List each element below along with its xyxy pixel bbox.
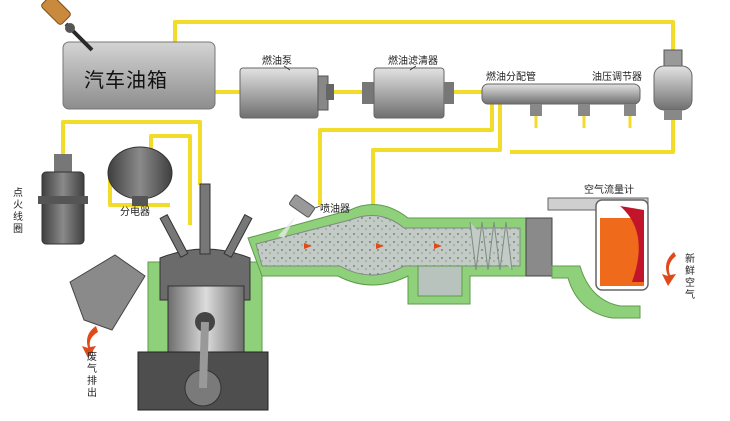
fresh-air-label: 新鲜空气 [685,254,695,301]
ignition-wire-2 [149,134,192,225]
ignition-coil [38,154,88,245]
fuel-rail-label: 燃油分配管 [486,72,536,83]
ignition-wire-1 [61,120,202,185]
fuel-rail [481,83,641,128]
exhaust-label: 废气排出 [87,352,97,399]
fuel-pump-label: 燃油泵 [262,56,292,67]
leader-lines [283,65,417,209]
rail-to-injector-line [318,104,494,205]
injector [278,194,315,238]
air-flow-meter [525,197,649,319]
fuel-lines [61,20,675,225]
intake-manifold [247,204,529,305]
fuel-filter-label: 燃油滤清器 [388,56,438,67]
exhaust-arrow-icon [82,326,98,358]
fuel-tank-label: 汽车油箱 [84,68,168,92]
fuel-filter [362,67,454,119]
fuel-nozzle-icon [41,0,94,52]
exhaust-pipe [69,254,146,331]
distributor [107,146,173,206]
rail-to-regulator-line [371,104,502,212]
return-line [173,20,675,52]
pressure-regulator-label: 油压调节器 [592,72,642,83]
fresh-air-arrow-icon [662,252,676,286]
fuel-tank [41,0,216,110]
fuel-pump [239,67,334,119]
regulator-return [510,118,675,154]
pressure-regulator [653,49,693,120]
distributor-label: 分电器 [120,207,150,218]
air-flow-meter-label: 空气流量计 [584,185,634,196]
engine-block [69,183,269,411]
ignition-coil-label: 点火线圈 [13,188,23,235]
intake-bellows [469,221,513,271]
airflow-arrows [304,243,442,249]
injector-label: 喷油器 [320,204,350,215]
